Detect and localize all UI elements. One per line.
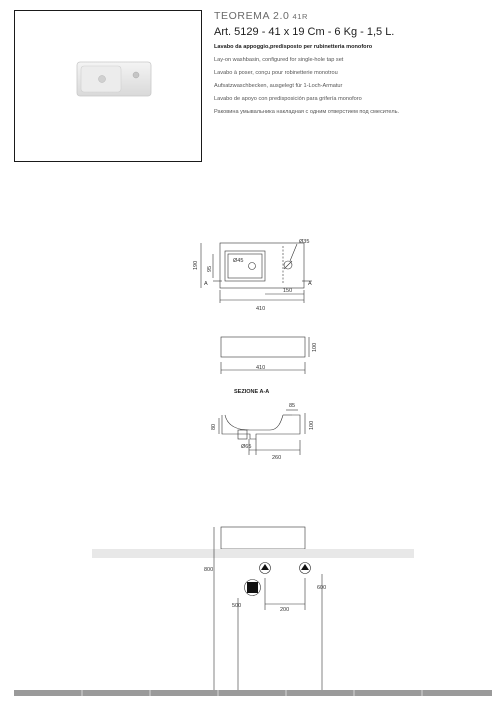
description-fr: Lavabo à poser, conçu pour robinetterie … (214, 70, 338, 76)
front-view-drawing (220, 336, 310, 374)
top-view-drawing (200, 242, 312, 303)
product-revision: 41R (292, 12, 309, 21)
section-length-label: 260 (272, 455, 281, 461)
description-de: Aufsatzwaschbecken, ausgelegt für 1-Loch… (214, 83, 343, 89)
front-view-height-label: 100 (312, 343, 318, 352)
description-en: Lay-on washbasin, configured for single-… (214, 57, 344, 63)
description-it: Lavabo da appoggio,predisposto per rubin… (214, 44, 373, 50)
product-name: TEOREMA 2.0 (214, 10, 290, 22)
section-waste-label: Ø65 (241, 444, 251, 450)
floor-line (14, 690, 492, 696)
article-specs: Art. 5129 - 41 x 19 Cm - 6 Kg - 1,5 L. (214, 26, 395, 38)
top-view-inner-label: 95 (207, 266, 213, 272)
waste-outlet-icon (247, 582, 258, 593)
washbasin-product-image (76, 61, 152, 97)
description-ru: Раковина умывальника накладная с одним о… (214, 109, 400, 115)
supply-height-label: 600 (317, 585, 326, 591)
section-title: SEZIONE A-A (234, 389, 269, 395)
description-es: Lavabo de apoyo con predisposición para … (214, 96, 362, 102)
section-mark-right: A (308, 281, 312, 287)
front-view-width-label: 410 (256, 365, 265, 371)
installation-height-label: 800 (204, 567, 213, 573)
section-depth-top-label: 85 (289, 403, 295, 409)
section-mark-left: A (204, 281, 208, 287)
supply-right-icon (301, 564, 309, 570)
top-view-width-label: 410 (256, 306, 265, 312)
installation-drawing (14, 526, 492, 696)
waste-height-label: 500 (232, 603, 241, 609)
section-height-label: 100 (309, 421, 315, 430)
supply-spacing-label: 200 (280, 607, 289, 613)
drain-diameter-label: Ø45 (233, 258, 243, 264)
top-view-offset-label: 150 (283, 288, 292, 294)
product-photo-frame (14, 10, 202, 162)
supply-left-icon (261, 564, 269, 570)
section-inner-height-label: 80 (211, 424, 217, 430)
tap-hole-diameter-label: Ø35 (299, 239, 309, 245)
top-view-height-label: 190 (193, 261, 199, 270)
section-drawing (218, 409, 306, 455)
